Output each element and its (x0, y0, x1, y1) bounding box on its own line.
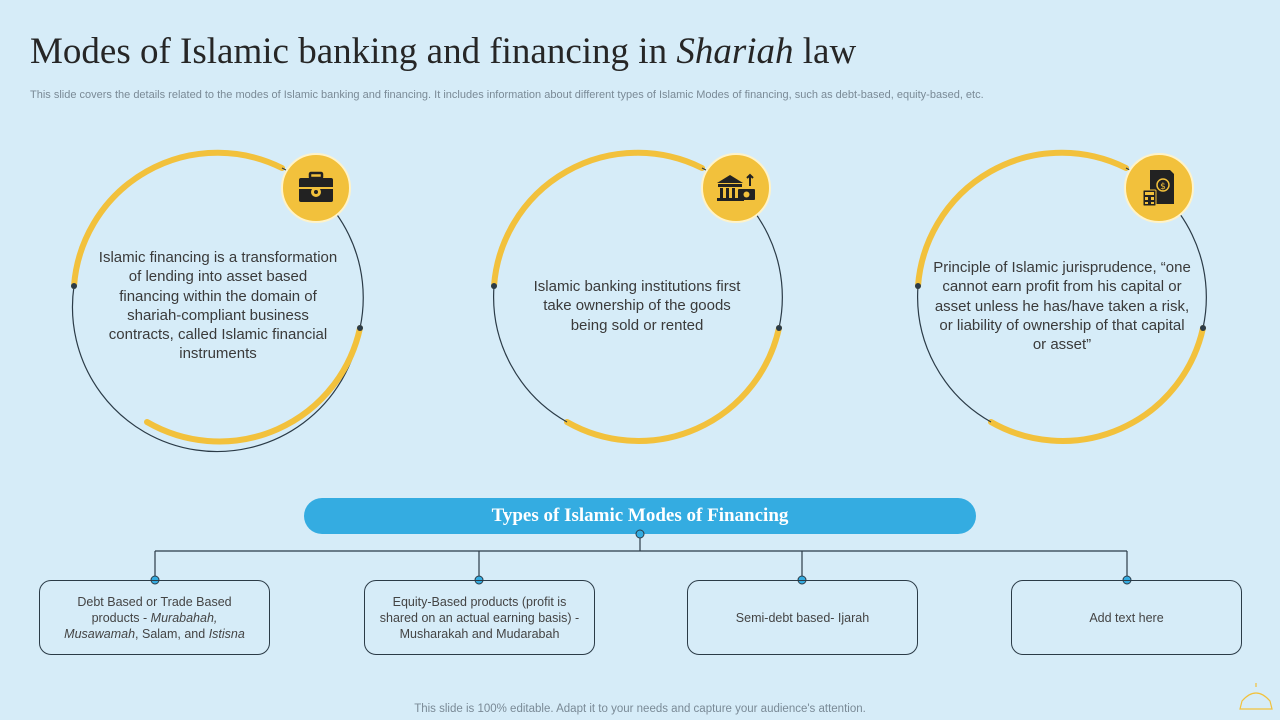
type-box-add-text: Add text here (1011, 580, 1242, 655)
svg-text:$: $ (1160, 182, 1166, 192)
document-calculator-icon: $ (1124, 153, 1194, 223)
types-banner: Types of Islamic Modes of Financing (304, 498, 976, 534)
type-box-equity: Equity-Based products (profit is shared … (364, 580, 595, 655)
connector-tree (154, 534, 1128, 580)
circle-text-2: Islamic banking institutions first take … (533, 278, 741, 334)
corner-logo-icon (1239, 683, 1273, 710)
slide-title: Modes of Islamic banking and financing i… (30, 31, 857, 72)
circle-text-1: Islamic financing is a transformation of… (98, 249, 338, 363)
type-box-debt: Debt Based or Trade Based products - Mur… (39, 580, 270, 655)
slide-subtitle: This slide covers the details related to… (30, 89, 984, 101)
slide-footer: This slide is 100% editable. Adapt it to… (414, 703, 866, 715)
bank-money-icon (701, 153, 771, 223)
type-box-semi-debt: Semi-debt based- Ijarah (687, 580, 918, 655)
circle-ring-2 (491, 149, 783, 444)
briefcase-gear-icon (281, 153, 351, 223)
circle-text-3: Principle of Islamic jurisprudence, “one… (933, 259, 1191, 354)
